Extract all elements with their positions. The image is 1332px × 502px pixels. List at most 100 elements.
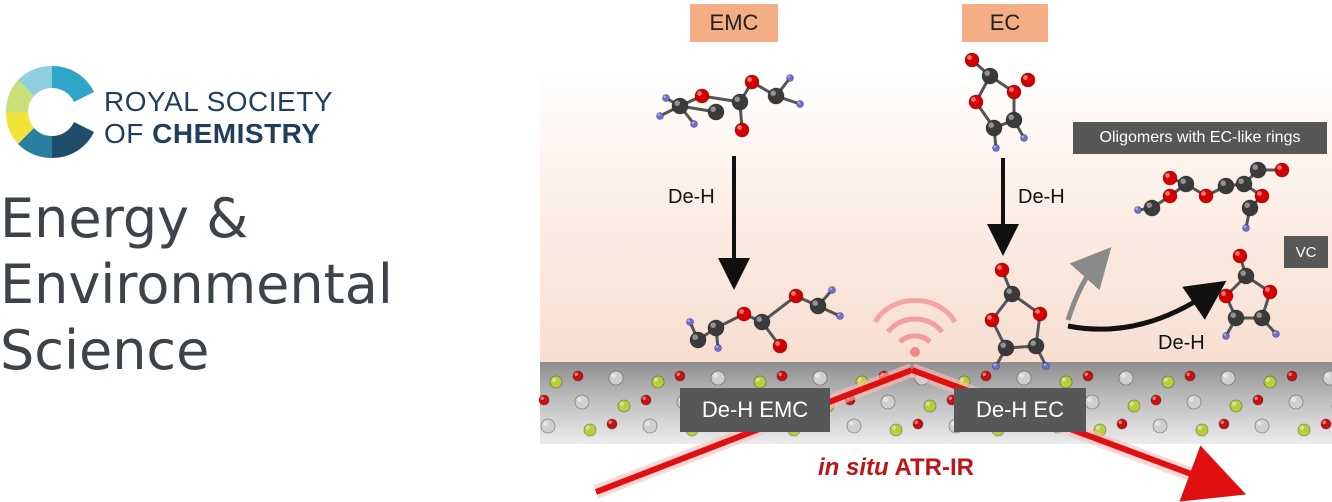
carbon-atom (753, 313, 771, 331)
vc-arrow (1067, 280, 1227, 332)
oxygen-atom (1006, 84, 1022, 100)
surface-oxygen-atom (980, 370, 992, 382)
technique-bold: ATR-IR (894, 454, 974, 481)
surface-metal-atom (574, 394, 590, 410)
deh-ec-label: De-H EC (954, 388, 1086, 432)
surface-metal-atom (846, 418, 862, 434)
surface-oxygen-atom (1218, 418, 1230, 430)
oxygen-atom (744, 74, 760, 90)
carbon-atom (1227, 309, 1245, 327)
hydrogen-atom (662, 94, 670, 102)
oxygen-atom (1198, 188, 1214, 204)
publisher-of: OF (104, 118, 144, 149)
hydrogen-atom (1222, 332, 1230, 340)
surface-metal-atom (1186, 394, 1202, 410)
hydrogen-atom (992, 144, 1000, 152)
surface-metal-atom (1288, 394, 1304, 410)
surface-oxygen-atom (1116, 418, 1128, 430)
surface-li-atom (549, 375, 563, 389)
ec-deh-label: De-H (1018, 186, 1065, 208)
surface-oxygen-atom (1150, 394, 1162, 406)
surface-oxygen-atom (912, 418, 924, 430)
ir-signal-icon (872, 297, 958, 357)
oxygen-atom (736, 306, 752, 322)
oligomers-label: Oligomers with EC-like rings (1073, 122, 1327, 154)
surface-oxygen-atom (1286, 370, 1298, 382)
carbon-atom (1217, 177, 1235, 195)
surface-oxygen-atom (606, 418, 618, 430)
carbon-atom (1235, 175, 1253, 193)
hydrogen-atom (828, 286, 836, 294)
diagram-background (540, 70, 1332, 370)
surface-li-atom (1161, 375, 1175, 389)
carbon-atom (997, 339, 1015, 357)
surface-metal-atom (710, 370, 726, 386)
oxygen-atom (734, 122, 750, 138)
hydrogen-atom (686, 318, 694, 326)
carbon-atom (1003, 285, 1021, 303)
rsc-logo-icon (5, 65, 94, 159)
surface-metal-atom (1016, 370, 1032, 386)
carbon-atom (767, 87, 785, 105)
carbon-atom (689, 331, 707, 349)
journal-title-line2: Environmental (0, 253, 393, 316)
surface-oxygen-atom (1320, 418, 1332, 430)
surface-metal-atom (1152, 418, 1168, 434)
journal-title-line1: Energy & (0, 187, 249, 250)
surface-metal-atom (1322, 370, 1332, 386)
hydrogen-atom (1042, 362, 1050, 370)
surface-oxygen-atom (640, 394, 652, 406)
journal-title-line3: Science (0, 319, 210, 382)
oxygen-atom (994, 262, 1010, 278)
surface-metal-atom (1118, 370, 1134, 386)
surface-metal-atom (642, 418, 658, 434)
vc-label: VC (1284, 236, 1328, 268)
surface-metal-atom (880, 394, 896, 410)
hydrogen-atom (656, 112, 664, 120)
carbon-atom (1143, 199, 1161, 217)
surface-li-atom (923, 399, 937, 413)
carbon-atom (1241, 199, 1259, 217)
surface-oxygen-atom (1082, 370, 1094, 382)
oxygen-atom (1254, 188, 1270, 204)
carbon-atom (985, 119, 1003, 137)
surface-metal-atom (608, 370, 624, 386)
publisher-name-line2: OF CHEMISTRY (104, 120, 321, 148)
surface-li-atom (651, 375, 665, 389)
hydrogen-atom (992, 362, 1000, 370)
surface-li-atom (1127, 399, 1141, 413)
oxygen-atom (1232, 248, 1248, 264)
surface-li-atom (1263, 375, 1277, 389)
surface-metal-atom (540, 418, 556, 434)
carbon-atom (1253, 309, 1271, 327)
surface-li-atom (1229, 399, 1243, 413)
deh-emc-label: De-H EMC (680, 388, 830, 432)
oxygen-atom (1162, 170, 1178, 186)
surface-metal-atom (812, 370, 828, 386)
carbon-atom (1237, 267, 1255, 285)
carbon-atom (707, 103, 725, 121)
publisher-chemistry: CHEMISTRY (152, 118, 321, 149)
carbon-atom (981, 67, 999, 85)
surface-li-atom (583, 423, 597, 437)
publisher-name-line1: ROYAL SOCIETY (104, 86, 333, 117)
surface-li-atom (1297, 423, 1311, 437)
emc-label: EMC (690, 4, 778, 42)
hydrogen-atom (690, 120, 698, 128)
carbon-atom (809, 297, 827, 315)
technique-italic: in situ (818, 454, 889, 481)
surface-oxygen-atom (1184, 370, 1196, 382)
oxygen-atom (964, 52, 980, 68)
hydrogen-atom (1242, 224, 1250, 232)
oxygen-atom (1162, 188, 1178, 204)
surface-oxygen-atom (776, 370, 788, 382)
hydrogen-atom (786, 74, 794, 82)
carbon-atom (1177, 175, 1195, 193)
hydrogen-atom (836, 312, 844, 320)
hydrogen-atom (796, 100, 804, 108)
hydrogen-atom (1272, 330, 1280, 338)
oxygen-atom (1020, 72, 1036, 88)
carbon-atom (707, 319, 725, 337)
